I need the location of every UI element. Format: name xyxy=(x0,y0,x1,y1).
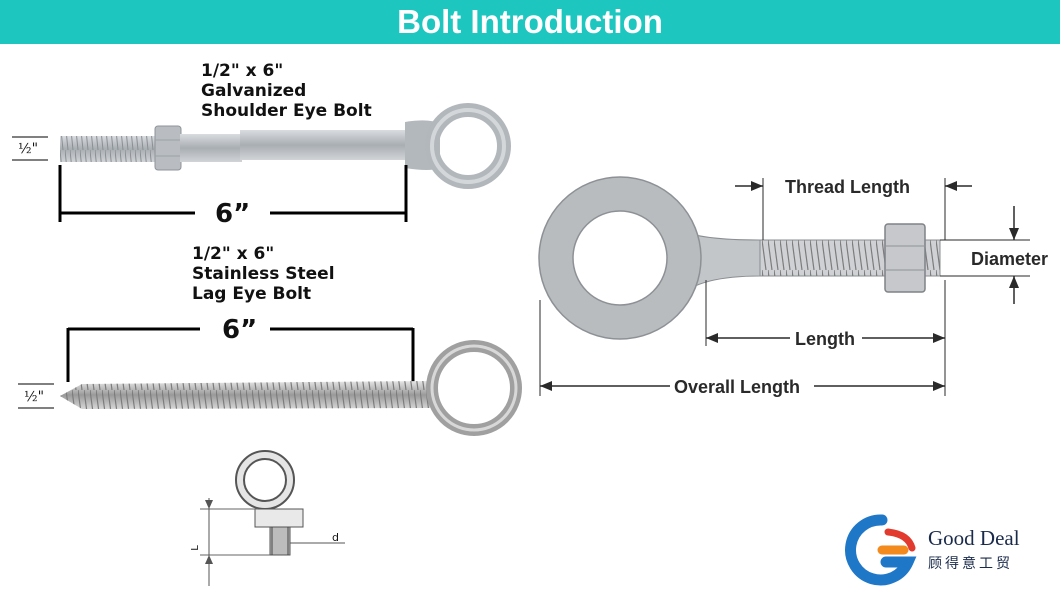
lag-size-label: 1/2" x 6" xyxy=(192,244,275,264)
lag-type-label: Lag Eye Bolt xyxy=(192,284,312,304)
small-l-label: L xyxy=(189,545,201,551)
lag-material-label: Stainless Steel xyxy=(192,264,335,284)
eye-bolt-dimension-diagram xyxy=(538,176,1030,396)
galvanized-material-label: Galvanized xyxy=(201,81,307,101)
thread-length-label: Thread Length xyxy=(785,177,910,197)
title-banner: Bolt Introduction xyxy=(0,0,1060,44)
galvanized-diameter-label: ½" xyxy=(18,141,39,157)
diameter-label: Diameter xyxy=(971,249,1049,269)
galvanized-size-label: 1/2" x 6" xyxy=(201,61,284,81)
galvanized-eye-bolt xyxy=(12,103,511,222)
galvanized-length-label: 6” xyxy=(215,199,251,229)
lag-length-label: 6” xyxy=(222,315,258,345)
overall-length-label: Overall Length xyxy=(674,377,801,397)
brand-chinese-name: 顾得意工贸 xyxy=(928,556,1013,572)
brand-name: Good Deal xyxy=(928,526,1020,550)
page-title: Bolt Introduction xyxy=(397,3,663,40)
gd-logo-icon xyxy=(845,514,917,586)
brand-logo: Good Deal 顾得意工贸 xyxy=(842,512,1052,588)
eye-bolt-technical-drawing xyxy=(200,450,345,586)
stainless-lag-eye-bolt xyxy=(18,327,522,436)
lag-diameter-label: ½" xyxy=(24,389,45,405)
galvanized-type-label: Shoulder Eye Bolt xyxy=(201,101,372,121)
small-d-label: d xyxy=(332,531,339,544)
length-label: Length xyxy=(795,329,855,349)
